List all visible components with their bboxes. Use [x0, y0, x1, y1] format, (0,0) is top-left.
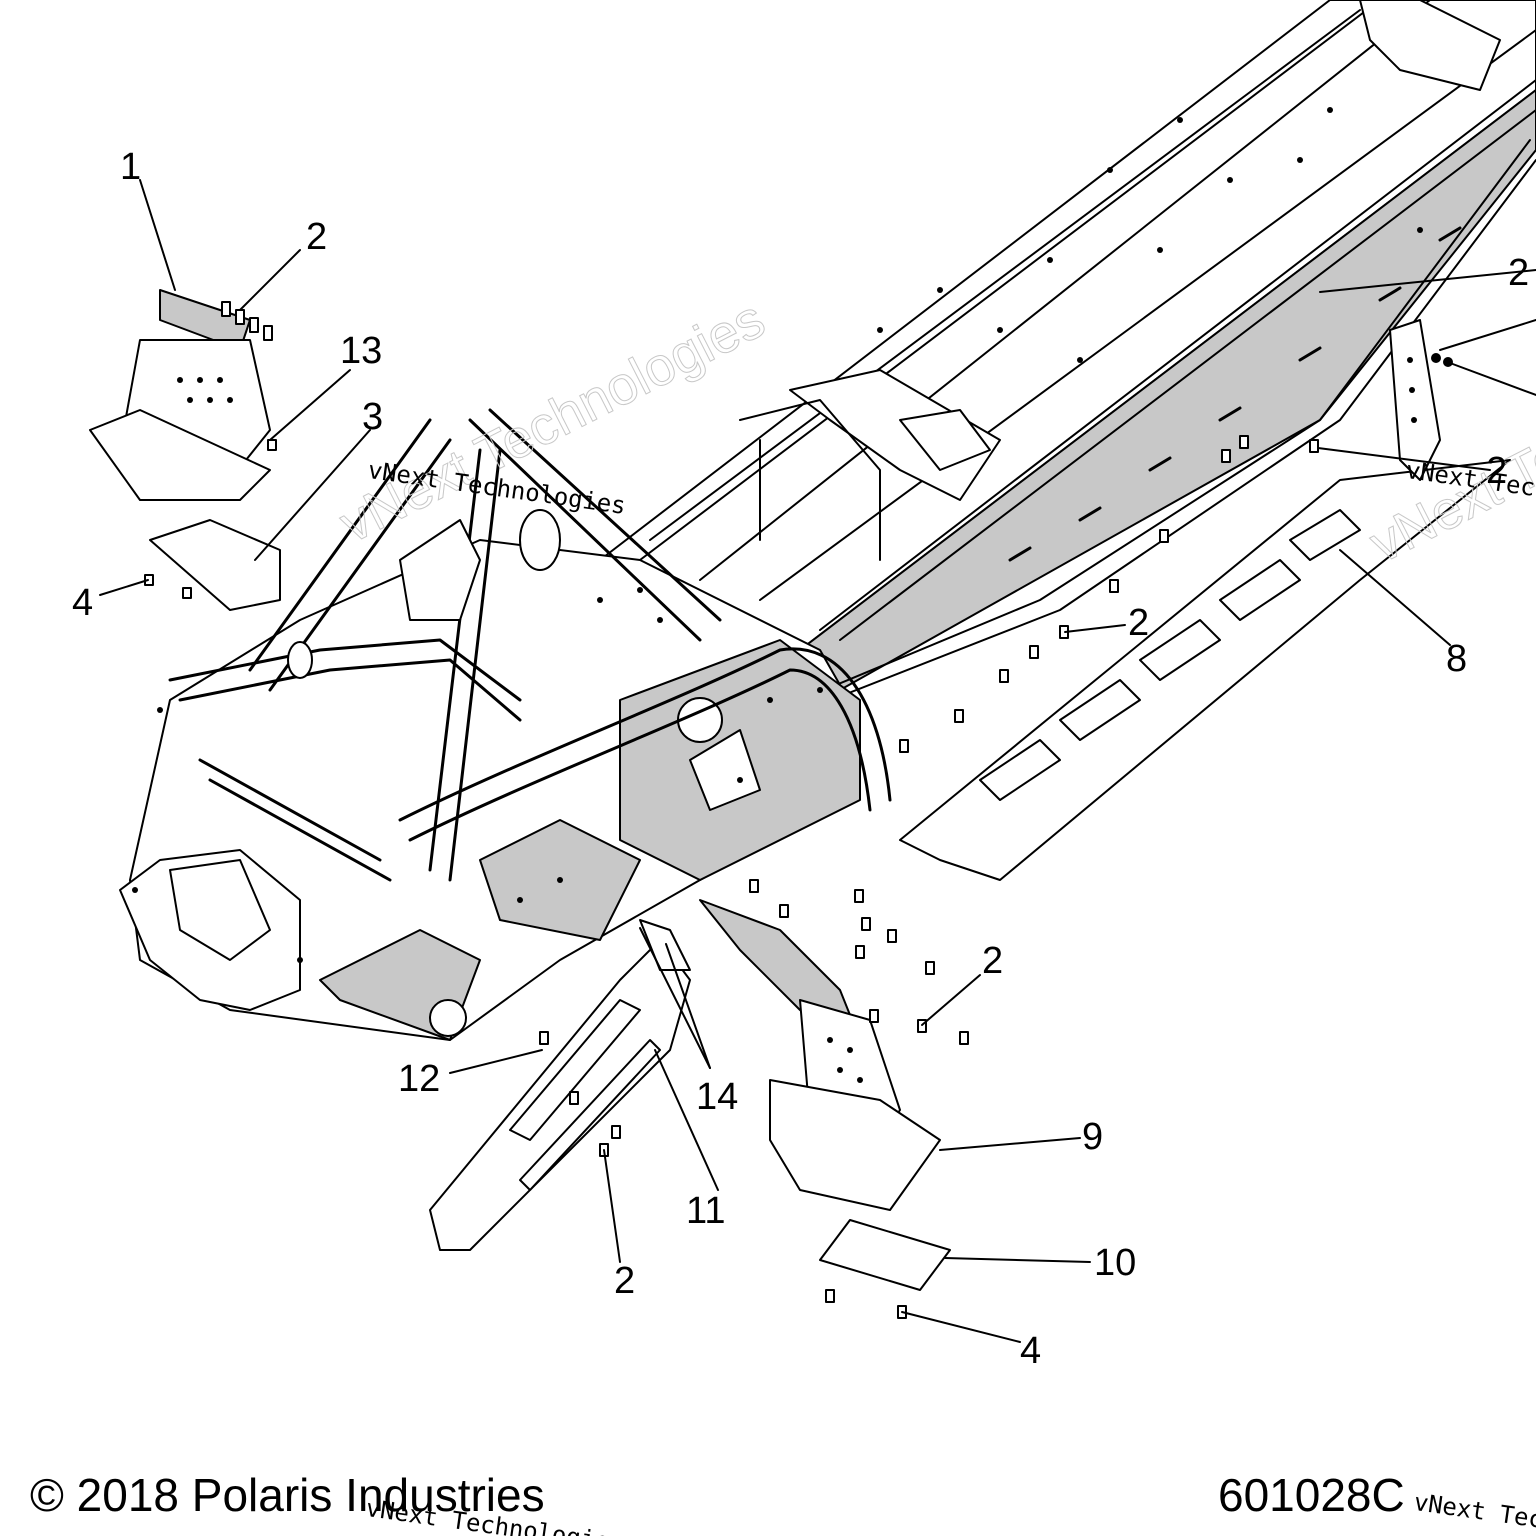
callout-1: 1 [120, 146, 142, 188]
skid-plate-left [89, 289, 271, 501]
callout-2: 2 [1486, 450, 1508, 492]
tunnel-assembly [599, 0, 1536, 721]
callout-2: 2 [982, 940, 1004, 982]
diagram-number: 601028C [1218, 1469, 1405, 1521]
callout-8: 8 [1446, 638, 1468, 680]
callout-11: 11 [686, 1190, 726, 1232]
cover-plate-10 [819, 1219, 951, 1291]
callout-4: 4 [72, 582, 94, 624]
front-chassis [119, 408, 892, 1041]
side-panel-11 [429, 919, 691, 1251]
callout-3: 3 [362, 396, 384, 438]
callout-4: 4 [1020, 1330, 1042, 1372]
leader-lines [99, 179, 1536, 1343]
callout-2: 2 [306, 216, 328, 258]
footrest-bracket [1389, 319, 1441, 481]
callout-2: 2 [614, 1260, 636, 1302]
cover-plate-3 [149, 519, 281, 611]
callout-2: 2 [1508, 254, 1530, 292]
callout-13: 13 [340, 330, 383, 372]
callout-12: 12 [398, 1058, 441, 1100]
callout-9: 9 [1082, 1116, 1104, 1158]
copyright-notice: © 2018 Polaris Industries [30, 1469, 545, 1521]
callout-10: 10 [1094, 1242, 1137, 1284]
callout-14: 14 [696, 1076, 739, 1118]
callout-2: 2 [1128, 602, 1150, 644]
skid-plate-right [699, 899, 941, 1211]
